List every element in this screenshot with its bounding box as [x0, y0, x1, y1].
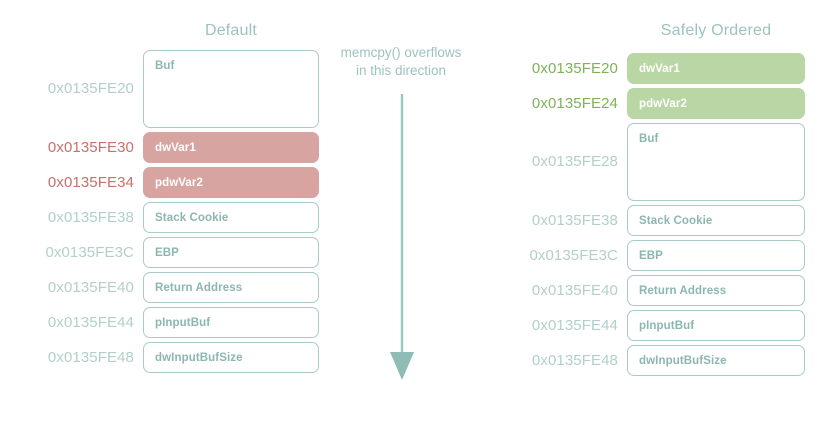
stack-slot: Return Address [627, 275, 805, 306]
overflow-direction-note: memcpy() overflows in this direction [322, 44, 480, 80]
stack-slot-label: pInputBuf [155, 317, 211, 329]
stack-address-label: 0x0135FE3C [529, 246, 618, 264]
stack-slot-label: dwInputBufSize [639, 355, 727, 367]
stack-address-label: 0x0135FE20 [531, 59, 618, 77]
stack-slot: dwVar1 [627, 53, 805, 84]
column-title-safely-ordered: Safely Ordered [660, 22, 772, 39]
stack-slot: pInputBuf [143, 307, 319, 338]
stack-slot: dwVar1 [143, 132, 319, 163]
stack-address-label: 0x0135FE38 [47, 208, 134, 226]
stack-slot-label: pdwVar2 [155, 177, 203, 189]
stack-slot: dwInputBufSize [143, 342, 319, 373]
stack-slot-label: Return Address [639, 285, 727, 297]
stack-address-label: 0x0135FE30 [47, 138, 134, 156]
stack-slot-label: dwVar1 [155, 142, 196, 154]
stack-address-label: 0x0135FE38 [531, 211, 618, 229]
stack-slot: EBP [143, 237, 319, 268]
stack-slot-label: EBP [155, 247, 179, 259]
stack-address-label: 0x0135FE28 [531, 153, 618, 170]
stack-address-label: 0x0135FE40 [531, 281, 618, 299]
stack-slot: Buf [143, 50, 319, 128]
stack-slot-label: Buf [155, 60, 175, 72]
stack-slot-label: Stack Cookie [155, 212, 229, 224]
stack-slot: pdwVar2 [627, 88, 805, 119]
overflow-note-line-2: in this direction [355, 63, 447, 78]
stack-slot-label: pInputBuf [639, 320, 695, 332]
stack-address-label: 0x0135FE20 [47, 80, 134, 97]
stack-slot: Stack Cookie [143, 202, 319, 233]
stack-slot: pInputBuf [627, 310, 805, 341]
stack-slot: pdwVar2 [143, 167, 319, 198]
stack-address-label: 0x0135FE40 [47, 278, 134, 296]
stack-address-label: 0x0135FE34 [47, 173, 134, 191]
stack-slot-label: EBP [639, 250, 663, 262]
stack-slot-label: Buf [639, 133, 659, 145]
down-arrow-icon [390, 94, 414, 380]
stack-address-label: 0x0135FE44 [47, 313, 134, 331]
stack-address-label: 0x0135FE48 [47, 348, 134, 366]
stack-address-label: 0x0135FE44 [531, 316, 618, 334]
column-title-default: Default [204, 22, 258, 39]
stack-slot: Return Address [143, 272, 319, 303]
stack-slot-label: dwVar1 [639, 63, 680, 75]
stack-address-label: 0x0135FE24 [531, 94, 618, 112]
stack-slot-label: Stack Cookie [639, 215, 713, 227]
stack-slot-label: dwInputBufSize [155, 352, 243, 364]
stack-slot: dwInputBufSize [627, 345, 805, 376]
stack-slot: Buf [627, 123, 805, 201]
stack-slot: Stack Cookie [627, 205, 805, 236]
stack-slot-label: pdwVar2 [639, 98, 687, 110]
stack-address-label: 0x0135FE3C [45, 243, 134, 261]
stack-address-label: 0x0135FE48 [531, 351, 618, 369]
stack-slot: EBP [627, 240, 805, 271]
stack-slot-label: Return Address [155, 282, 243, 294]
overflow-note-line-1: memcpy() overflows [340, 45, 462, 60]
